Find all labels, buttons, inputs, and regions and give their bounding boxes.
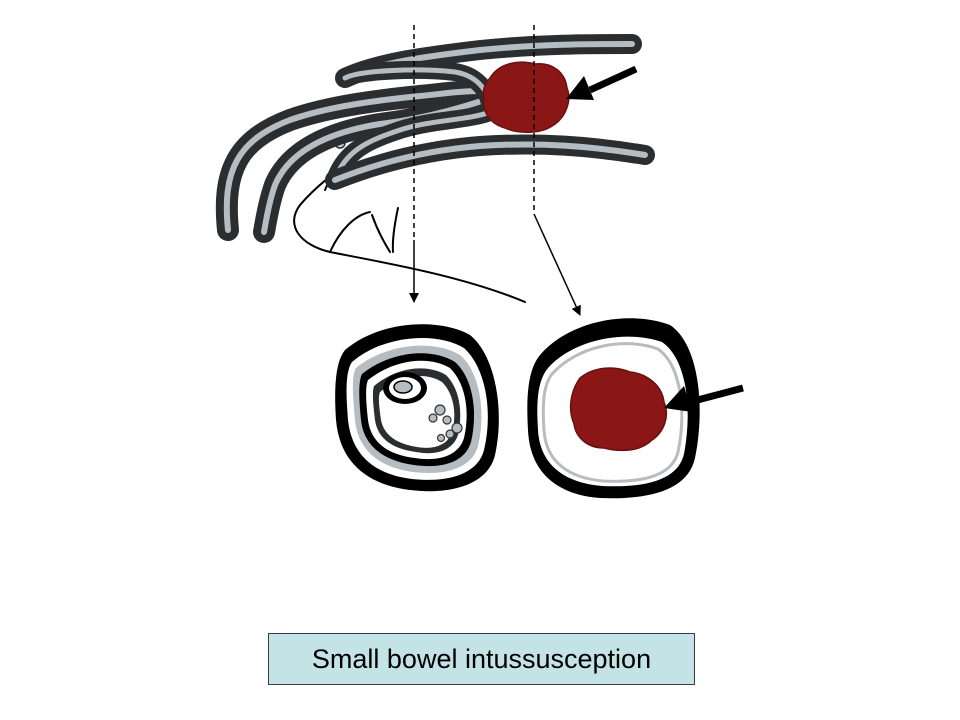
- section-lines: [409, 25, 581, 316]
- cross-section-target-sign: [335, 324, 499, 492]
- caption-box: Small bowel intussusception: [268, 633, 695, 685]
- tumor-pointer-arrow-bottom: [664, 384, 744, 412]
- section-arrow-right: [533, 213, 581, 316]
- diagram-caption: Small bowel intussusception: [311, 643, 652, 674]
- bowel-loops: [215, 34, 655, 243]
- cross-section-tumor: [527, 318, 700, 499]
- tumor-pointer-arrow-top: [566, 65, 638, 100]
- tumor-cross-section: [569, 367, 668, 452]
- tumor-lead-point: [482, 61, 570, 133]
